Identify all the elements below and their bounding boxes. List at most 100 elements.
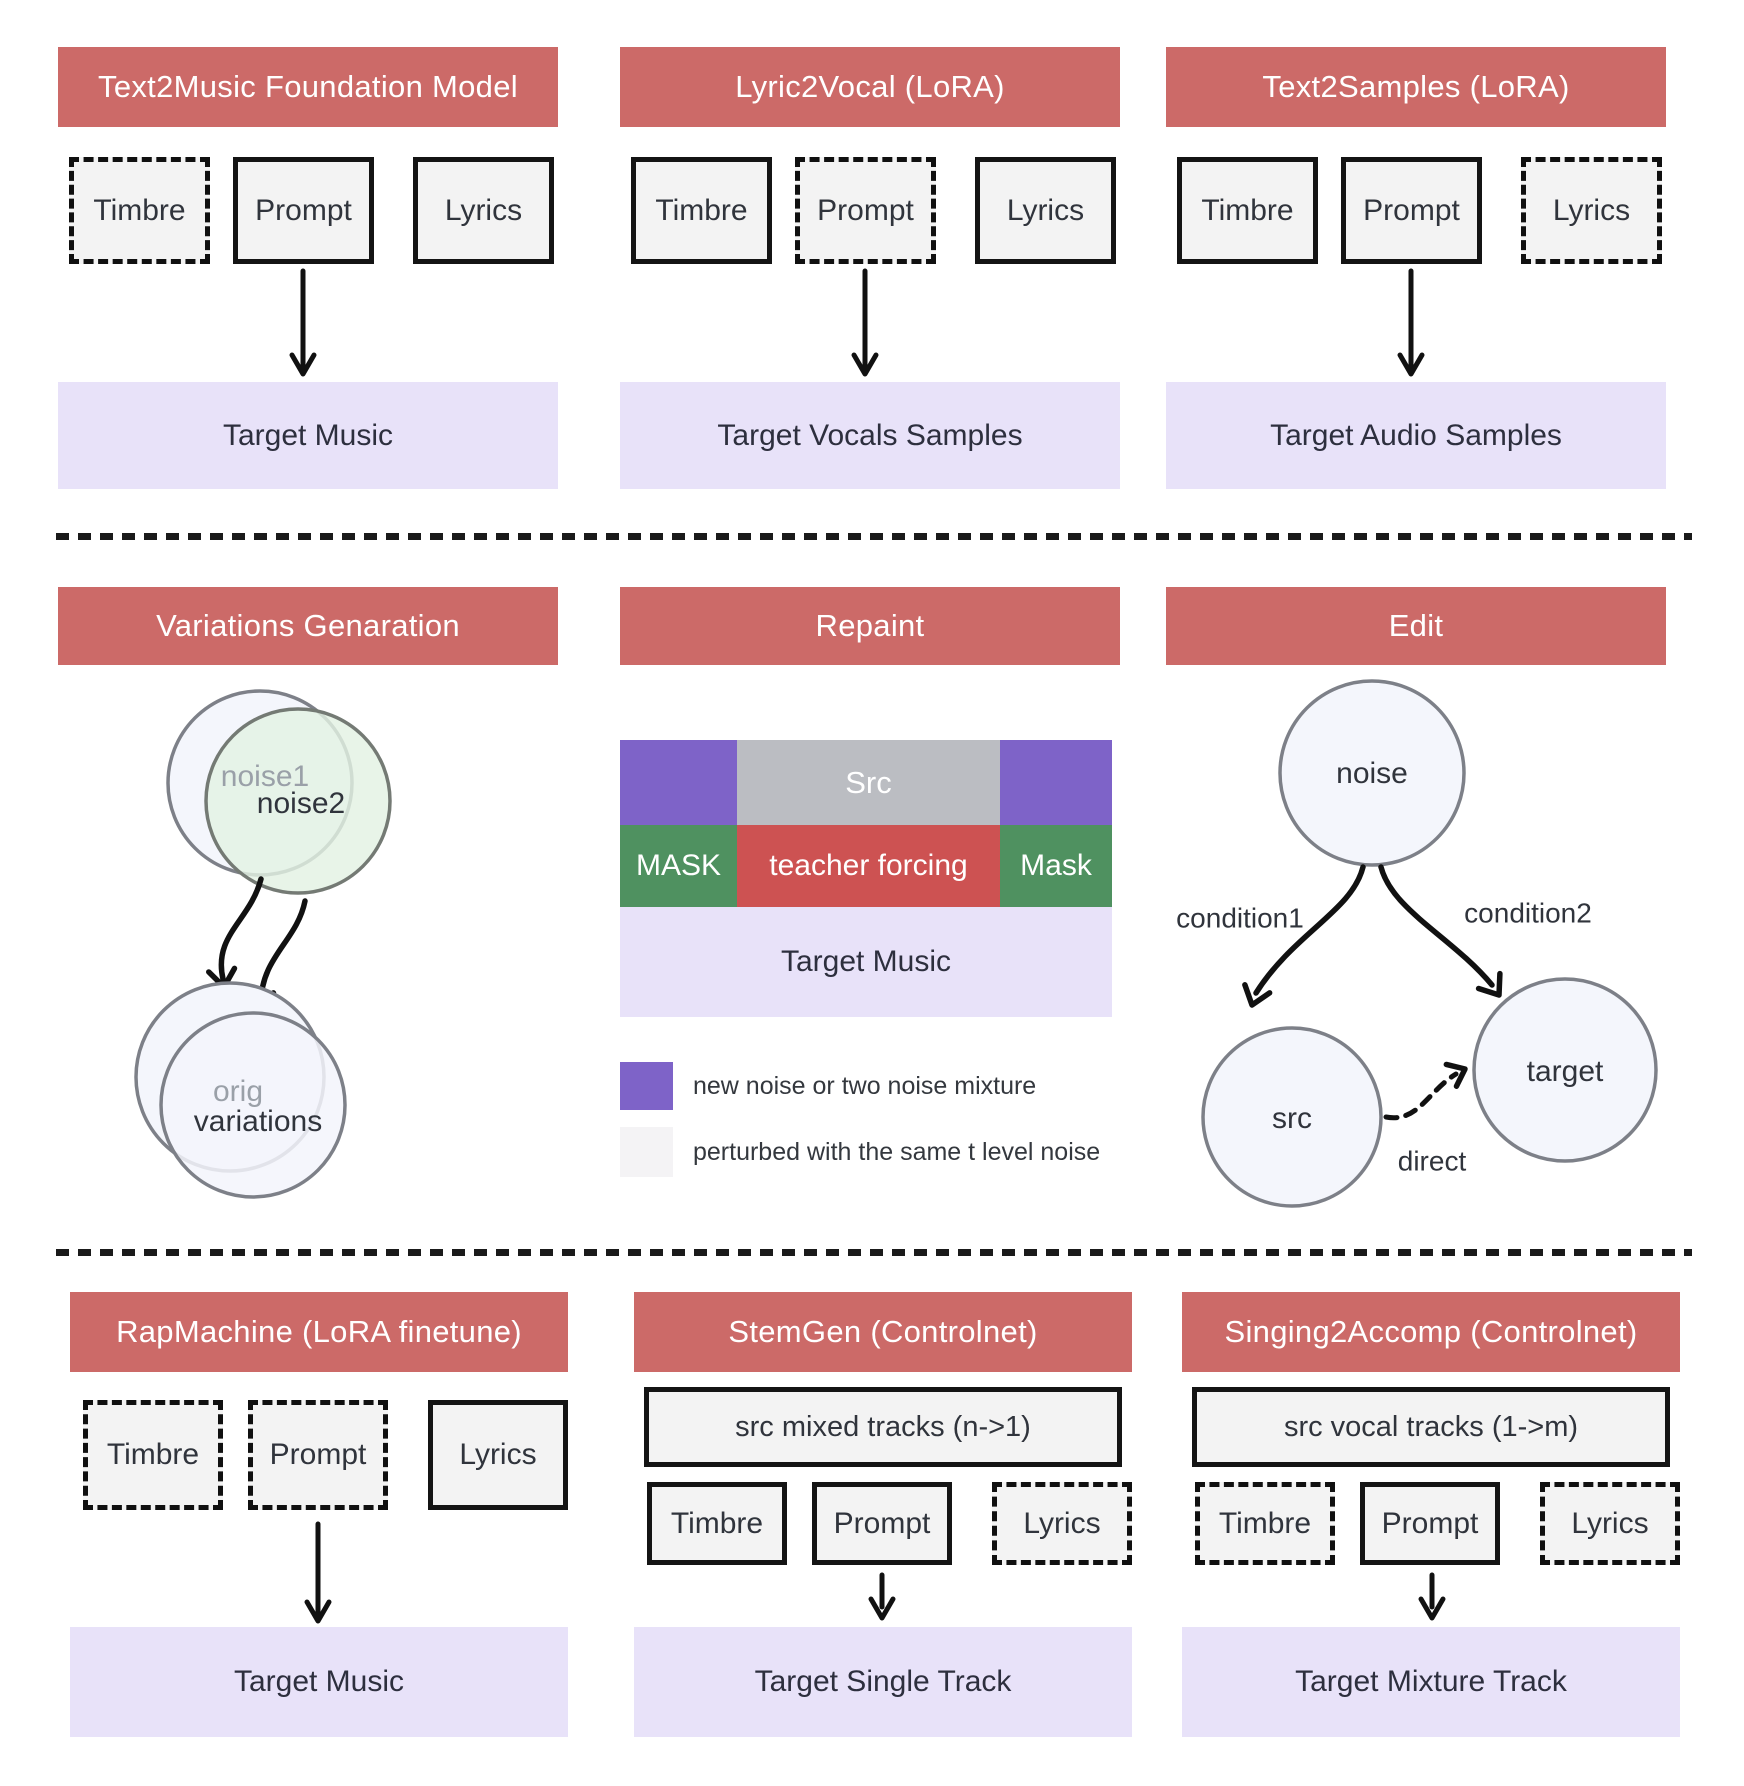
condition1-arrow xyxy=(1253,864,1366,996)
new-noise-block-right xyxy=(1000,740,1112,825)
variations-diagram: noise1 noise2 orig variations xyxy=(134,689,392,1199)
prompt-box: Prompt xyxy=(795,157,936,264)
arrowhead-icon xyxy=(1475,970,1503,998)
panel-text2samples: Text2Samples (LoRA) Timbre Prompt Lyrics… xyxy=(1166,47,1666,489)
section-divider xyxy=(56,1249,1692,1256)
prompt-box: Prompt xyxy=(812,1482,952,1565)
down-arrow-icon xyxy=(1397,268,1425,377)
lyrics-label: Lyrics xyxy=(459,1438,537,1471)
noise2-circle xyxy=(204,707,392,895)
lyrics-label: Lyrics xyxy=(1006,193,1085,227)
panel-title: Repaint xyxy=(620,587,1120,665)
target-single-track-box: Target Single Track xyxy=(634,1627,1132,1737)
direct-label: direct xyxy=(1398,1145,1467,1176)
timbre-box: Timbre xyxy=(69,157,210,264)
timbre-label: Timbre xyxy=(93,193,186,227)
edit-diagram: noise condition1 condition2 src target d… xyxy=(1176,679,1658,1208)
legend-label: perturbed with the same t level noise xyxy=(693,1137,1101,1166)
panel-title: Text2Samples (LoRA) xyxy=(1166,47,1666,127)
target-music-box: Target Music xyxy=(58,382,558,489)
panel-title: Text2Music Foundation Model xyxy=(58,47,558,127)
src-mixed-tracks-box: src mixed tracks (n->1) xyxy=(644,1387,1122,1467)
lyrics-label: Lyrics xyxy=(1023,1506,1101,1540)
orig-label: orig xyxy=(213,1075,263,1108)
panel-rapmachine: RapMachine (LoRA finetune) Timbre Prompt… xyxy=(70,1292,568,1737)
timbre-label: Timbre xyxy=(670,1506,764,1540)
direct-arrow xyxy=(1383,1071,1459,1121)
mask-left-block: MASK xyxy=(620,825,737,907)
lyrics-box: Lyrics xyxy=(975,157,1116,264)
src-circle xyxy=(1201,1026,1383,1208)
panel-singing2accomp: Singing2Accomp (Controlnet) src vocal tr… xyxy=(1182,1292,1680,1737)
panel-title: Edit xyxy=(1166,587,1666,665)
condition1-label: condition1 xyxy=(1176,902,1304,933)
new-noise-block-left xyxy=(620,740,737,825)
target-music-strip: Target Music xyxy=(620,907,1112,1017)
src-label: src xyxy=(1272,1102,1312,1135)
prompt-label: Prompt xyxy=(255,193,352,227)
lyrics-label: Lyrics xyxy=(1571,1506,1649,1540)
arrowhead-icon xyxy=(1242,982,1273,1008)
legend-swatch-purple xyxy=(620,1062,673,1110)
panel-title: Singing2Accomp (Controlnet) xyxy=(1182,1292,1680,1372)
down-arrow-icon xyxy=(304,1521,332,1624)
legend-swatch-light xyxy=(620,1127,673,1177)
timbre-label: Timbre xyxy=(106,1438,200,1471)
timbre-box: Timbre xyxy=(647,1482,787,1565)
lyrics-label: Lyrics xyxy=(444,193,523,227)
prompt-box: Prompt xyxy=(1360,1482,1500,1565)
mask-right-block: Mask xyxy=(1000,825,1112,907)
noise2-label: noise2 xyxy=(257,787,345,820)
noise-circle xyxy=(1278,679,1466,867)
target-music-box: Target Music xyxy=(70,1627,568,1737)
target-vocals-box: Target Vocals Samples xyxy=(620,382,1120,489)
variations-label: variations xyxy=(194,1105,322,1138)
variation-arrow-1 xyxy=(218,876,264,982)
timbre-label: Timbre xyxy=(655,193,748,227)
arrowhead-icon xyxy=(1443,1061,1468,1089)
timbre-label: Timbre xyxy=(1218,1506,1312,1540)
down-arrow-icon xyxy=(289,268,317,377)
panel-repaint: Repaint Src MASK teacher forcing Mask Ta… xyxy=(620,587,1120,1249)
prompt-box: Prompt xyxy=(233,157,374,264)
lyrics-box: Lyrics xyxy=(428,1400,568,1510)
variations-circle xyxy=(159,1011,347,1199)
panel-title: Lyric2Vocal (LoRA) xyxy=(620,47,1120,127)
panel-title: RapMachine (LoRA finetune) xyxy=(70,1292,568,1372)
variation-arrow-2 xyxy=(258,898,308,1006)
timbre-box: Timbre xyxy=(1195,1482,1335,1565)
prompt-box: Prompt xyxy=(1341,157,1482,264)
timbre-box: Timbre xyxy=(83,1400,223,1510)
prompt-label: Prompt xyxy=(1363,193,1460,227)
teacher-forcing-block: teacher forcing xyxy=(737,825,1000,907)
target-audio-box: Target Audio Samples xyxy=(1166,382,1666,489)
target-label: target xyxy=(1527,1055,1604,1088)
prompt-label: Prompt xyxy=(1381,1506,1479,1540)
section-divider xyxy=(56,533,1692,540)
lyrics-box: Lyrics xyxy=(1521,157,1662,264)
src-vocal-tracks-box: src vocal tracks (1->m) xyxy=(1192,1387,1670,1467)
condition2-arrow xyxy=(1378,864,1495,988)
condition2-label: condition2 xyxy=(1464,897,1592,928)
prompt-box: Prompt xyxy=(248,1400,388,1510)
prompt-label: Prompt xyxy=(817,193,914,227)
noise1-label: noise1 xyxy=(221,760,309,793)
panel-variations: Variations Genaration noise1 noise2 orig… xyxy=(58,587,558,1249)
target-mixture-track-box: Target Mixture Track xyxy=(1182,1627,1680,1737)
panel-title: StemGen (Controlnet) xyxy=(634,1292,1132,1372)
down-arrow-icon xyxy=(868,1572,896,1621)
timbre-box: Timbre xyxy=(1177,157,1318,264)
noise-label: noise xyxy=(1336,757,1408,790)
prompt-label: Prompt xyxy=(833,1506,931,1540)
panel-edit: Edit noise condition1 condition2 src tar… xyxy=(1166,587,1666,1249)
timbre-box: Timbre xyxy=(631,157,772,264)
src-block: Src xyxy=(737,740,1000,825)
lyrics-box: Lyrics xyxy=(413,157,554,264)
legend-label: new noise or two noise mixture xyxy=(693,1071,1037,1100)
timbre-label: Timbre xyxy=(1201,193,1294,227)
down-arrow-icon xyxy=(1418,1572,1446,1621)
prompt-label: Prompt xyxy=(269,1438,367,1471)
panel-title: Variations Genaration xyxy=(58,587,558,665)
lyrics-box: Lyrics xyxy=(1540,1482,1680,1565)
